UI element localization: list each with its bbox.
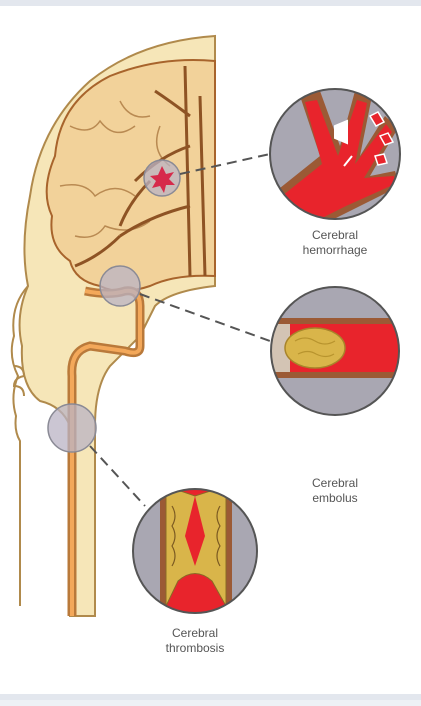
embolus-label: Cerebral embolus — [280, 476, 390, 506]
thrombosis-magnifier — [133, 486, 257, 616]
hemorrhage-label: Cerebral hemorrhage — [280, 228, 390, 258]
embolus-magnifier — [260, 287, 410, 415]
stroke-illustration — [0, 6, 421, 706]
thrombosis-label-line1: Cerebral — [140, 626, 250, 641]
hemorrhage-label-line2: hemorrhage — [280, 243, 390, 258]
embolus-leader — [140, 294, 270, 341]
thrombosis-label-line2: thrombosis — [140, 641, 250, 656]
hemorrhage-magnifier — [270, 89, 400, 231]
thrombosis-leader — [90, 446, 145, 506]
embolus-site — [100, 266, 140, 306]
thrombosis-site — [48, 404, 96, 452]
embolus-label-line1: Cerebral — [280, 476, 390, 491]
embolus-label-line2: embolus — [280, 491, 390, 506]
thrombosis-label: Cerebral thrombosis — [140, 626, 250, 656]
hemorrhage-label-line1: Cerebral — [280, 228, 390, 243]
